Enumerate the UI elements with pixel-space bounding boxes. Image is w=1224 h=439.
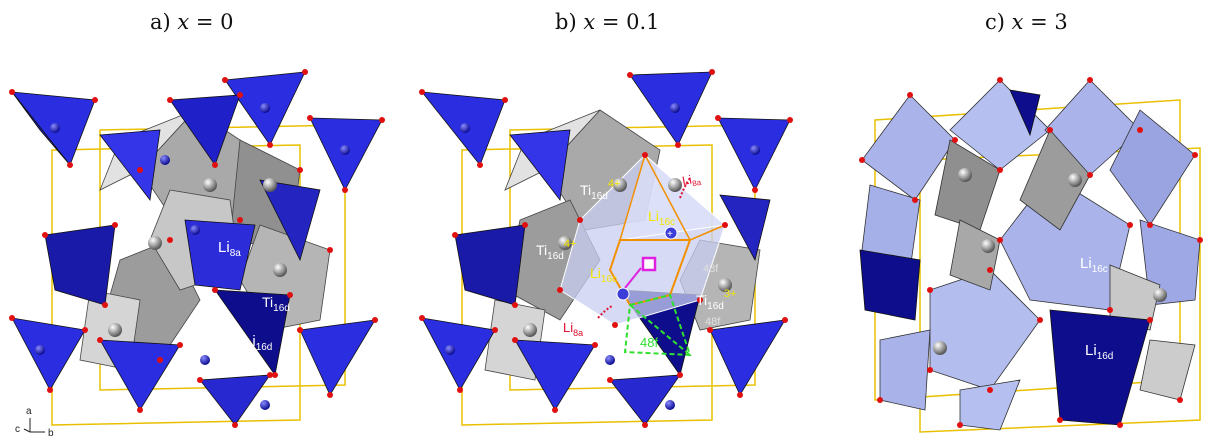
label-48f-b: 48f <box>705 316 721 328</box>
ti-octahedron <box>949 219 1001 291</box>
48f-site-triangle <box>623 293 692 357</box>
label-li8a: Li8a <box>563 320 583 338</box>
panel-c-title: c) x = 3 <box>985 10 1068 34</box>
label-li16c-top: Li16c <box>648 208 675 228</box>
label-li8a: Li8a <box>218 239 241 259</box>
label-ti16d-3plus: Ti16d3+ <box>696 288 736 312</box>
label-ti16d-4plus-top: Ti16d4+ <box>580 178 620 202</box>
li-tetrahedron <box>514 339 596 411</box>
panel-b-structure: + Ti16d4+ Ti16d4+ Ti16d3+ <box>419 69 793 428</box>
panel-a-structure: Li8a Ti16d Li16d <box>9 69 385 428</box>
label-li8a-top: Li8a <box>681 171 702 190</box>
label-48f-c: 48f <box>640 335 658 350</box>
li16d-site <box>859 249 921 321</box>
li-tetrahedron <box>44 224 116 306</box>
axis-a-label: a <box>26 406 32 417</box>
panel-c-structure: Li16c Li16d <box>859 77 1203 433</box>
li-tetrahedron <box>184 219 256 291</box>
li16d-site <box>1049 309 1151 426</box>
label-li16d: Li16d <box>1085 342 1113 362</box>
axis-b-label: b <box>48 428 54 439</box>
li16d-site <box>1009 89 1041 137</box>
panel-a-title: a) x = 0 <box>150 10 234 34</box>
li16c-octahedron <box>879 329 931 411</box>
vacancy-square <box>641 256 657 272</box>
li-tetrahedron <box>299 319 376 396</box>
li-tetrahedron <box>11 317 86 391</box>
li-tetrahedron <box>199 374 271 426</box>
ti-octahedron <box>1019 129 1091 231</box>
li-tetrahedron <box>169 94 241 166</box>
li-tetrahedron <box>421 317 496 391</box>
li-tetrahedron <box>99 129 161 201</box>
li-tetrahedron <box>719 194 771 262</box>
label-li16c: Li16c <box>1080 255 1108 275</box>
li-ion <box>664 226 678 240</box>
axis-indicator: a b c <box>15 406 54 439</box>
ti-octahedron <box>1109 264 1161 331</box>
li-tetrahedron <box>259 179 321 262</box>
label-li16c-left: Li16c <box>590 265 617 285</box>
svg-text:+: + <box>667 229 673 240</box>
label-ti16d: Ti16d <box>262 294 290 314</box>
li-tetrahedron <box>454 224 526 306</box>
ti-octahedron <box>1139 339 1196 401</box>
label-48f-a: 48f <box>703 263 719 275</box>
label-li16d: Li16d <box>244 333 272 353</box>
axis-c-label: c <box>15 424 20 435</box>
li-tetrahedron <box>509 129 571 201</box>
li-tetrahedron <box>609 374 681 426</box>
li-ion <box>616 287 630 301</box>
li16c-octahedron <box>959 379 1021 431</box>
li-tetrahedron <box>709 319 786 396</box>
li-tetrahedron <box>214 289 291 377</box>
li-tetrahedron <box>99 339 181 411</box>
li-tetrahedron <box>11 91 71 166</box>
panel-b-title: b) x = 0.1 <box>555 10 660 34</box>
label-ti16d-4plus-left: Ti16d4+ <box>536 238 576 262</box>
